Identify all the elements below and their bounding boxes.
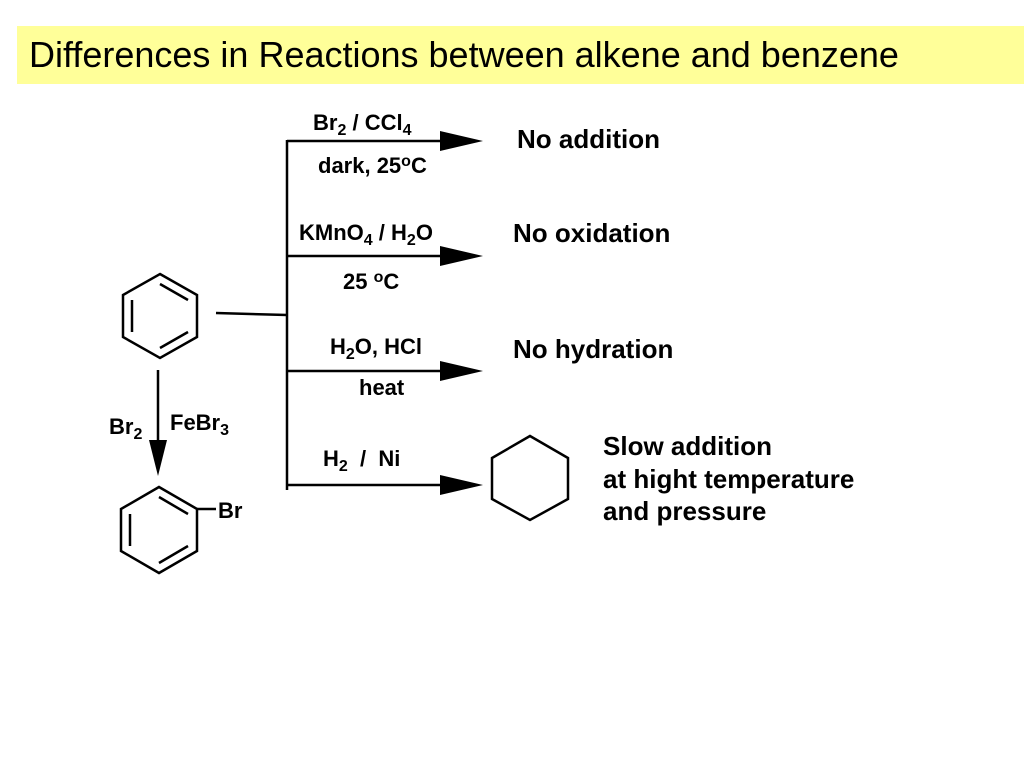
reagent-label-1-below-part: dark, 25 — [318, 153, 401, 178]
reagent-label-1-above: Br2 / CCl4 — [313, 110, 412, 139]
reagent-label-2-above-part: O — [416, 220, 433, 245]
reagent-label-2-below-part: 25 — [343, 269, 374, 294]
arrow-4 — [287, 475, 483, 495]
reagent-label-2-below: 25 oC — [343, 269, 399, 294]
bromination-reagent-right-part: FeBr — [170, 410, 221, 435]
bromine-substituent: Br — [218, 498, 243, 523]
bromination-reagent-right-part: 3 — [220, 422, 229, 439]
reagent-label-4-above: H2 / Ni — [323, 446, 400, 475]
product-4-line-2: at hight temperature — [603, 464, 854, 494]
reagent-label-2-below-part: C — [383, 269, 399, 294]
reagent-label-1-below-part: C — [411, 153, 427, 178]
bromination-reagent-left-part: 2 — [133, 426, 142, 443]
product-4-line-1: Slow addition — [603, 431, 772, 461]
reagent-label-2-above-part: KMnO — [299, 220, 364, 245]
reagent-label-4-above-part: 2 — [339, 458, 348, 475]
product-2: No oxidation — [513, 218, 670, 248]
reagent-label-1-above-part: 2 — [337, 122, 346, 139]
reagent-label-3-below: heat — [359, 375, 405, 400]
arrow-3 — [287, 361, 483, 381]
product-1: No addition — [517, 124, 660, 154]
reagent-label-3-above-part: H — [330, 334, 346, 359]
product-3: No hydration — [513, 334, 673, 364]
reagent-label-1-below-part: o — [401, 153, 411, 170]
bromination-reagent-right: FeBr3 — [170, 410, 229, 439]
connector-line — [215, 311, 288, 317]
cyclohexane-ring — [490, 434, 570, 522]
reagent-label-3-above-part: 2 — [346, 346, 355, 363]
reagent-label-1-above-part: Br — [313, 110, 338, 135]
reagent-label-1-above-part: / CCl — [346, 110, 402, 135]
bromination-reagent-left: Br2 — [109, 414, 142, 443]
reagent-label-2-below-part: o — [374, 269, 384, 286]
reagent-label-3-below-part: heat — [359, 375, 405, 400]
page-title: Differences in Reactions between alkene … — [29, 34, 899, 75]
down-arrow — [149, 370, 167, 476]
benzene-ring — [121, 272, 199, 360]
reagent-label-4-above-part: / Ni — [348, 446, 401, 471]
bromination-reagent-left-part: Br — [109, 414, 134, 439]
reagent-label-3-above-part: O, HCl — [355, 334, 422, 359]
reagent-label-2-above: KMnO4 / H2O — [299, 220, 433, 249]
reagent-label-1-above-part: 4 — [403, 122, 412, 139]
product-4-line-3: and pressure — [603, 496, 766, 526]
title-bar: Differences in Reactions between alkene … — [17, 26, 1024, 84]
bromobenzene-ring — [119, 485, 216, 575]
reagent-label-3-above: H2O, HCl — [330, 334, 422, 363]
reagent-label-2-above-part: 2 — [407, 232, 416, 249]
reagent-label-2-above-part: 4 — [364, 232, 373, 249]
reagent-label-2-above-part: / H — [373, 220, 407, 245]
arrow-2 — [287, 246, 483, 266]
reagent-label-1-below: dark, 25oC — [318, 153, 427, 178]
reagent-label-4-above-part: H — [323, 446, 339, 471]
arrow-1 — [287, 131, 483, 151]
